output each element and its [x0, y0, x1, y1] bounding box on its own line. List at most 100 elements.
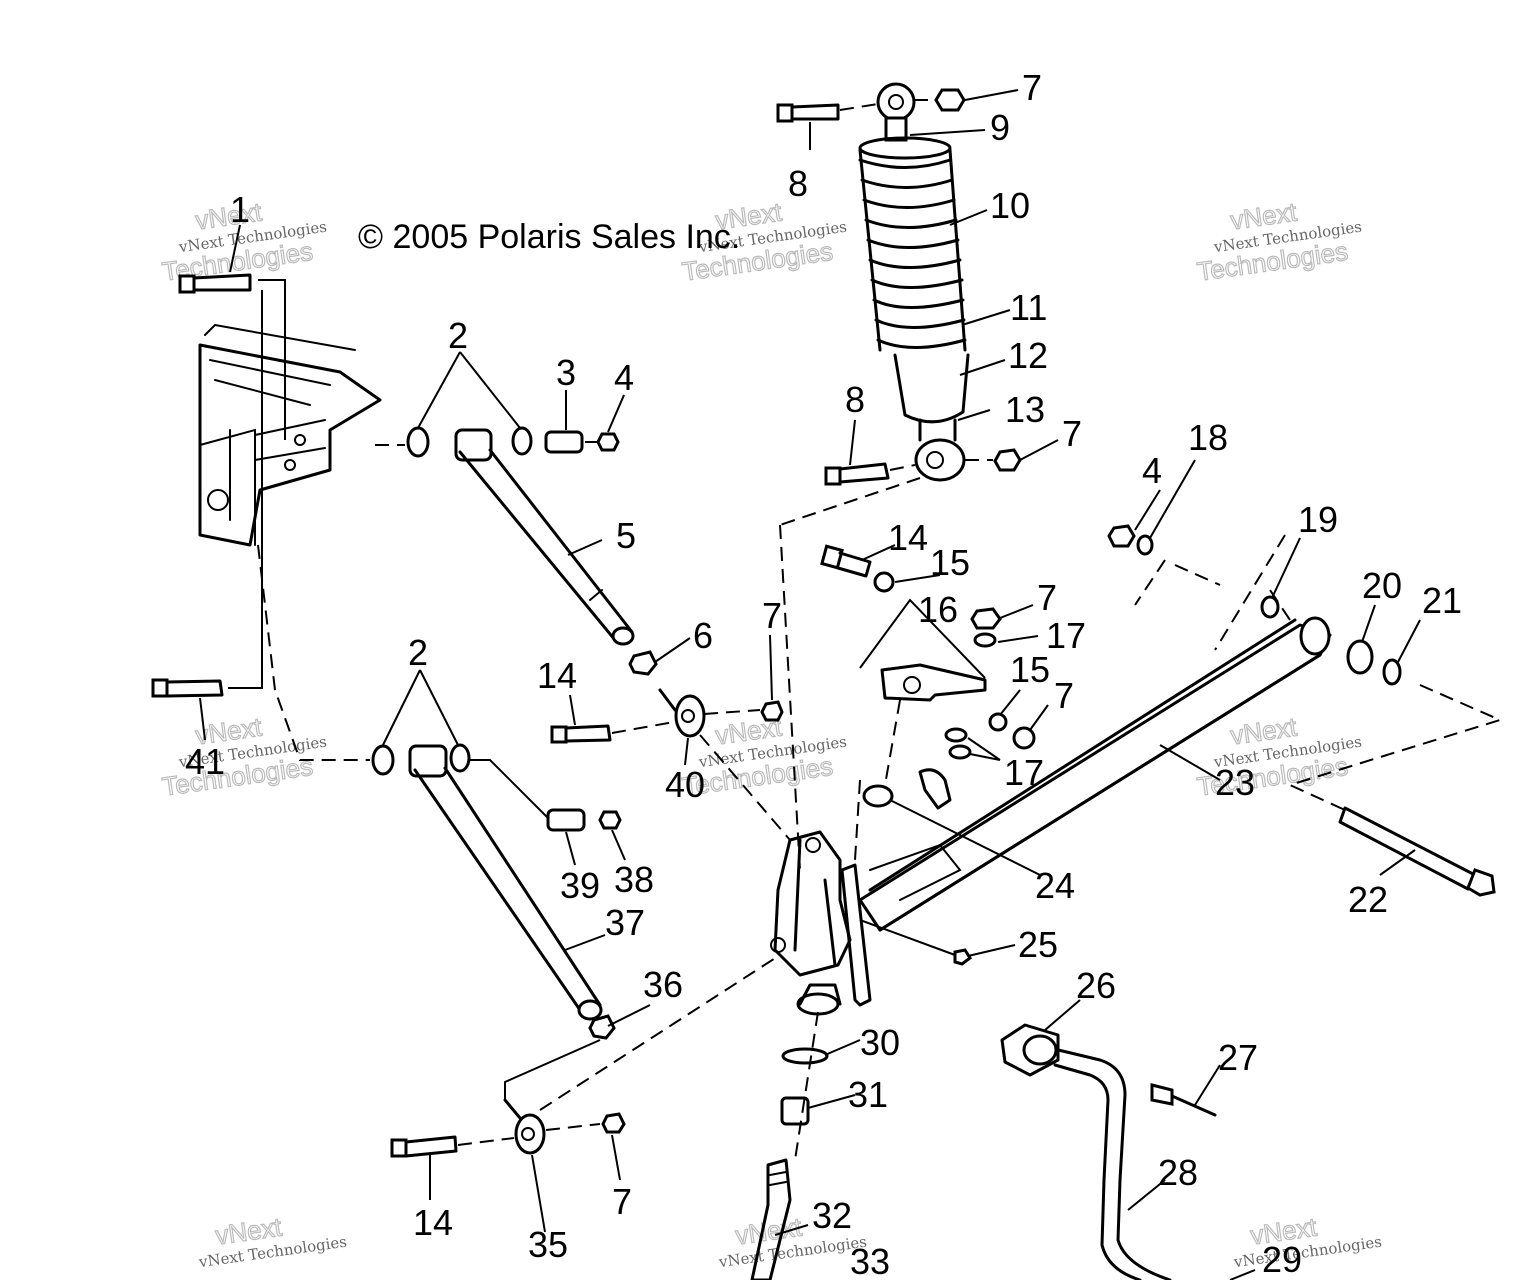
nut-7-lower-steering [1012, 726, 1036, 750]
ring-21 [1382, 658, 1402, 686]
bolt-8-top [776, 103, 840, 123]
seal-30 [781, 1047, 829, 1065]
bolt-1 [178, 273, 252, 294]
callout-36: 36 [643, 964, 683, 1005]
callout-7-top: 7 [1022, 67, 1042, 108]
callout-2-upper: 2 [448, 315, 468, 356]
callout-9: 9 [990, 107, 1010, 148]
callout-4-upper: 4 [614, 357, 634, 398]
nut-7-lower-shock [993, 448, 1022, 472]
callout-7-shock: 7 [1062, 413, 1082, 454]
callout-19: 19 [1298, 499, 1338, 540]
washer-17-upper [973, 632, 997, 648]
callout-38: 38 [614, 859, 654, 900]
nut-7-steering [970, 607, 1002, 630]
callout-8-lower: 8 [845, 379, 865, 420]
callout-4-right: 4 [1142, 450, 1162, 491]
callout-15-upper: 15 [930, 542, 970, 583]
bushing-31 [780, 1096, 810, 1126]
bolt-14-upper [820, 544, 872, 578]
callout-31: 31 [848, 1074, 888, 1115]
steering-arm-16 [880, 663, 987, 702]
bushing-2-lower-left [371, 744, 395, 776]
callout-7-lower-steering: 7 [1054, 675, 1074, 716]
nut-4-right [1107, 524, 1136, 548]
callout-1: 1 [230, 189, 250, 230]
nut-36 [588, 1014, 616, 1040]
nut-7-mid [760, 700, 784, 722]
callout-15-lower: 15 [1010, 649, 1050, 690]
washer-19 [1260, 595, 1280, 619]
callout-39: 39 [560, 865, 600, 906]
bolt-22 [1338, 806, 1496, 897]
callout-41: 41 [185, 741, 225, 782]
callout-17-lower: 17 [1004, 752, 1044, 793]
callout-21: 21 [1422, 580, 1462, 621]
callout-24: 24 [1035, 865, 1075, 906]
callout-7-steering: 7 [1037, 577, 1057, 618]
callout-25: 25 [1018, 924, 1058, 965]
washer-15-upper [873, 571, 895, 593]
bushing-2-upper-left [406, 426, 430, 458]
callout-20: 20 [1362, 565, 1402, 606]
shock-absorber [858, 82, 970, 482]
callout-14-lower: 14 [413, 1202, 453, 1243]
callout-28: 28 [1158, 1152, 1198, 1193]
callout-23: 23 [1215, 762, 1255, 803]
callout-12: 12 [1008, 335, 1048, 376]
ball-joint-35 [503, 1098, 546, 1155]
callout-17-upper: 17 [1046, 615, 1086, 656]
callout-3: 3 [556, 352, 576, 393]
bolt-27 [1150, 1083, 1217, 1117]
callout-7-mid: 7 [762, 595, 782, 636]
callout-8-top: 8 [788, 163, 808, 204]
washer-17-lower-b [948, 744, 972, 760]
tie-rod-end-24 [862, 768, 952, 810]
callout-35: 35 [528, 1224, 568, 1265]
bushing-2-upper-right [511, 426, 533, 456]
bolt-14-lower [390, 1135, 458, 1158]
bushing-20 [1346, 639, 1374, 675]
ball-joint-40 [658, 688, 706, 738]
callout-11: 11 [1010, 287, 1047, 328]
callout-18: 18 [1188, 417, 1228, 458]
sleeve-39 [546, 808, 586, 832]
callout-40: 40 [665, 764, 705, 805]
callout-22: 22 [1348, 879, 1388, 920]
callout-6: 6 [693, 615, 713, 656]
washer-15-lower [988, 712, 1008, 732]
callout-37: 37 [605, 902, 645, 943]
callout-7-lower: 7 [612, 1181, 632, 1222]
callout-13: 13 [1005, 389, 1045, 430]
nut-38 [598, 810, 622, 830]
trailing-arm-23 [858, 616, 1332, 932]
callout-32: 32 [812, 1195, 852, 1236]
ski-spindle-32 [750, 1158, 792, 1280]
callout-26: 26 [1076, 965, 1116, 1006]
nut-4-upper [596, 432, 620, 452]
callout-33: 33 [850, 1241, 890, 1280]
callout-5: 5 [616, 515, 636, 556]
bolt-14-mid [550, 724, 612, 744]
callout-14-upper: 14 [888, 517, 928, 558]
callout-16: 16 [918, 589, 958, 630]
spindle [770, 830, 872, 1016]
sleeve-3 [544, 430, 584, 454]
frame-bracket [198, 324, 382, 547]
callout-10: 10 [990, 185, 1030, 226]
bracket-26 [1000, 1023, 1060, 1077]
stabilizer-bar-28 [1048, 1046, 1172, 1280]
washer-17-lower-a [944, 727, 968, 743]
washer-18 [1136, 534, 1154, 556]
copyright-text: © 2005 Polaris Sales Inc. [358, 218, 740, 256]
callout-14-mid: 14 [537, 655, 577, 696]
bushing-2-lower-right [449, 743, 471, 773]
callout-30: 30 [860, 1022, 900, 1063]
bolt-41 [151, 678, 224, 698]
lower-a-arm [408, 744, 603, 1021]
nut-6 [628, 650, 658, 676]
nut-7-top [934, 88, 966, 112]
callout-numbers: 1 2 2 3 4 4 5 6 7 7 7 7 7 7 8 8 9 10 11 … [185, 67, 1462, 1280]
bolt-8-lower [824, 462, 890, 486]
